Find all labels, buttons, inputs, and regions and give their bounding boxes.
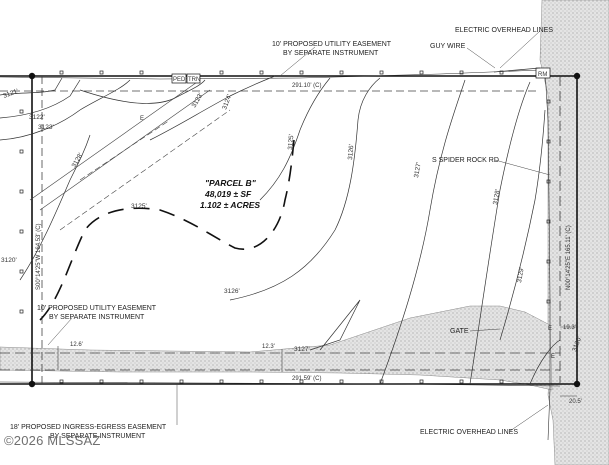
note-ingress-egress-1: 18' PROPOSED INGRESS-EGRESS EASEMENT: [10, 424, 167, 431]
note-electric-lines-top: ELECTRIC OVERHEAD LINES: [455, 27, 553, 34]
bearing-west: S00°14'25"W 164.53' (C): [36, 223, 42, 290]
note-gate: GATE: [450, 328, 469, 335]
parcel-name: "PARCEL B": [205, 178, 257, 188]
electric-overhead-line-north: [0, 69, 541, 80]
note-guy-wire: GUY WIRE: [430, 43, 466, 50]
leader-lines: [47, 30, 551, 432]
note-ingress-egress-2: BY SEPARATE INSTRUMENT: [50, 433, 146, 440]
ped-label: PED: [173, 77, 186, 83]
contour-label-3123b: 3123': [191, 92, 205, 109]
corner-monument-ne: [573, 72, 581, 80]
gate-line: [309, 299, 361, 351]
bearing-east: N00°14'25"E 165.11' (C): [566, 225, 572, 290]
corner-monument-nw: [28, 72, 36, 80]
rm-box: [535, 67, 551, 79]
contour-label-3121: 3121': [2, 88, 19, 100]
electric-overhead-line-east: [544, 69, 551, 441]
parcel-area-sf: 48,019 ± SF: [204, 189, 252, 199]
dimension-lines: [57, 326, 577, 397]
note-electric-lines-bottom: ELECTRIC OVERHEAD LINES: [420, 429, 518, 436]
contour-label-3123: 3123': [38, 124, 54, 131]
trn-label: TRN: [188, 77, 200, 83]
fence-posts-north: [59, 70, 504, 75]
trn-box: [186, 73, 201, 84]
fence-posts-south: [59, 379, 504, 384]
parcel-area-acres: 1.102 ± ACRES: [200, 200, 260, 210]
contour-label-3128: 3128': [492, 189, 502, 206]
ped-box: [171, 73, 187, 84]
dimension-1: 12.6': [70, 342, 83, 348]
bearing-north: 291.10' (C): [292, 83, 322, 89]
contour-label-3124: 3124': [221, 94, 233, 111]
note-utility-easement-top-2: BY SEPARATE INSTRUMENT: [283, 50, 379, 57]
e-marker-1: E: [140, 116, 144, 122]
note-utility-easement-left-2: BY SEPARATE INSTRUMENT: [49, 314, 145, 321]
note-utility-easement-left-1: 10' PROPOSED UTILITY EASEMENT: [37, 305, 157, 312]
contour-label-3126b: 3126': [347, 144, 355, 160]
contour-label-3120: 3120': [1, 257, 17, 264]
contour-label-3130: 3130': [571, 336, 583, 353]
corner-monument-sw: [28, 380, 36, 388]
contour-label-3125: 3125': [131, 203, 147, 210]
watermark: ©2026 MLSSAZ: [4, 433, 101, 448]
contour-label-3122: 3122': [29, 114, 45, 121]
dimension-2: 12.3': [262, 344, 275, 350]
dimension-3: 19.3': [563, 325, 576, 331]
contour-lines: [0, 75, 561, 385]
e-marker-3: E: [551, 354, 555, 360]
fence-posts-east: [546, 99, 551, 304]
corner-monument-se: [573, 380, 581, 388]
bearing-south: 291.59' (C): [292, 376, 322, 382]
contour-label-3127: 3127': [413, 162, 423, 179]
e-marker-2: E: [548, 326, 552, 332]
contour-label-3125b: 3125': [287, 134, 295, 150]
contour-label-3128b: 3128': [71, 152, 85, 169]
contour-3125-dashed: [39, 139, 295, 321]
guy-wire-line: [493, 67, 541, 73]
contour-label-3126: 3126': [224, 288, 240, 295]
dimension-4: 20.5': [569, 399, 582, 405]
note-road-name: S SPIDER ROCK RD: [432, 157, 499, 164]
ingress-egress-shaded-band: [0, 305, 553, 391]
contour-label-3127b: 3127': [294, 346, 310, 353]
note-utility-easement-top-1: 10' PROPOSED UTILITY EASEMENT: [272, 41, 392, 48]
contour-label-3129: 3129': [516, 267, 526, 284]
diagonal-drainage-lines: [29, 79, 231, 231]
fence-posts-west: [19, 109, 24, 314]
rm-label: RM: [538, 72, 547, 78]
